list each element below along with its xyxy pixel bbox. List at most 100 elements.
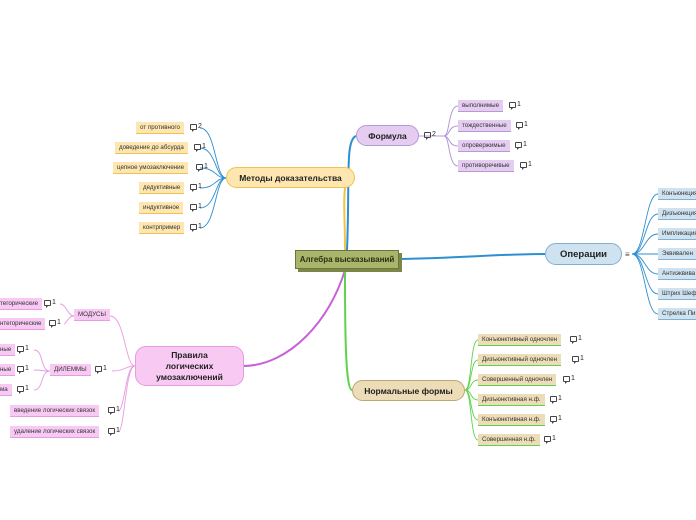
comment-count: 1 <box>116 427 120 434</box>
comment-count: 1 <box>524 121 528 128</box>
rule-item[interactable]: ные <box>0 344 16 356</box>
comment-icon <box>108 406 115 415</box>
comment-icon <box>95 365 102 374</box>
comment-badge[interactable]: 1 <box>515 141 527 150</box>
comment-badge[interactable]: 1 <box>520 161 532 170</box>
comment-badge[interactable]: 1 <box>509 101 521 110</box>
comment-icon <box>516 121 523 130</box>
rule-item[interactable]: удаление логических связок <box>10 426 100 438</box>
comment-icon <box>520 161 527 170</box>
comment-badge[interactable]: 1 <box>108 427 120 436</box>
method-item[interactable]: цепное умозаключение <box>113 162 189 174</box>
comment-badge[interactable]: 1 <box>572 355 584 364</box>
normal-form-item[interactable]: Конъюнктивная н.ф. <box>478 414 545 426</box>
collapse-icon[interactable]: ≡ <box>625 250 630 259</box>
comment-badge[interactable]: 1 <box>17 345 29 354</box>
comment-badge[interactable]: 1 <box>108 406 120 415</box>
comment-badge[interactable]: 1 <box>190 203 202 212</box>
comment-icon <box>563 375 570 384</box>
comment-icon <box>550 415 557 424</box>
comment-badge[interactable]: 1 <box>194 143 206 152</box>
comment-count: 1 <box>571 375 575 382</box>
comment-count: 1 <box>558 395 562 402</box>
normal-form-item[interactable]: Дизъюнктивная н.ф. <box>478 394 545 406</box>
comment-badge[interactable]: 1 <box>550 415 562 424</box>
comment-badge[interactable]: 1 <box>196 163 208 172</box>
formula-node[interactable]: Формула <box>356 125 419 146</box>
comment-icon <box>424 131 431 140</box>
comment-badge[interactable]: 1 <box>544 435 556 444</box>
operation-item[interactable]: Импликация <box>658 228 696 240</box>
operation-item[interactable]: Дизъюнкция <box>658 208 696 220</box>
comment-count: 1 <box>25 385 29 392</box>
comment-count: 1 <box>202 143 206 150</box>
operation-item[interactable]: Конъюнкция <box>658 188 696 200</box>
comment-badge[interactable]: 1 <box>190 223 202 232</box>
rule-item[interactable]: ные <box>0 364 16 376</box>
comment-icon <box>49 319 56 328</box>
formula-item[interactable]: опровержимые <box>458 140 510 152</box>
rule-item[interactable]: введение логических связок <box>10 405 100 417</box>
comment-count: 1 <box>198 203 202 210</box>
comment-count: 2 <box>198 123 202 130</box>
comment-icon <box>190 183 197 192</box>
comment-count: 1 <box>198 223 202 230</box>
rules-node[interactable]: Правила логических умозаключений <box>135 346 244 386</box>
formula-item[interactable]: противоречивые <box>458 160 514 172</box>
operation-item[interactable]: Эквивален <box>658 248 696 260</box>
operation-item[interactable]: Антиэквива <box>658 268 696 280</box>
comment-badge[interactable]: 1 <box>17 385 29 394</box>
comment-icon <box>17 365 24 374</box>
normal-form-item[interactable]: Совершенная н.ф. <box>478 434 540 446</box>
central-topic[interactable]: Алгебра высказываний <box>295 250 399 269</box>
comment-badge[interactable]: 1 <box>95 365 107 374</box>
normal-forms-node[interactable]: Нормальные формы <box>352 380 465 401</box>
comment-count: 1 <box>52 299 56 306</box>
comment-badge[interactable]: 1 <box>516 121 528 130</box>
comment-count: 1 <box>578 335 582 342</box>
comment-icon <box>44 299 51 308</box>
comment-count: 1 <box>198 183 202 190</box>
formula-comment-badge[interactable]: 2 <box>424 131 436 140</box>
formula-item[interactable]: тождественные <box>458 120 511 132</box>
method-item[interactable]: контрпример <box>139 222 185 234</box>
method-item[interactable]: дедуктивные <box>139 182 185 194</box>
operation-item[interactable]: Стрелка Пи <box>658 308 696 320</box>
comment-badge[interactable]: 1 <box>190 183 202 192</box>
normal-form-item[interactable]: Конъюнктивный одночлен <box>478 334 562 346</box>
normal-form-item[interactable]: Совершенный одночлен <box>478 374 557 386</box>
comment-badge[interactable]: 1 <box>550 395 562 404</box>
comment-badge[interactable]: 1 <box>17 365 29 374</box>
method-item[interactable]: индуктивное <box>139 202 184 214</box>
comment-icon <box>194 143 201 152</box>
comment-count: 1 <box>517 101 521 108</box>
comment-icon <box>509 101 516 110</box>
modus-group[interactable]: МОДУСЫ <box>74 309 110 321</box>
comment-badge[interactable]: 1 <box>563 375 575 384</box>
comment-icon <box>190 223 197 232</box>
comment-badge[interactable]: 1 <box>44 299 56 308</box>
comment-count: 1 <box>558 415 562 422</box>
method-item[interactable]: от противного <box>136 122 184 134</box>
comment-count: 1 <box>25 365 29 372</box>
rule-item[interactable]: ма <box>0 384 12 396</box>
comment-badge[interactable]: 1 <box>49 319 61 328</box>
rule-item[interactable]: нтегорические <box>0 318 46 330</box>
comment-icon <box>190 203 197 212</box>
dilemma-group[interactable]: ДИЛЕММЫ <box>50 364 91 376</box>
formula-item[interactable]: выполнимые <box>458 100 504 112</box>
comment-badge[interactable]: 2 <box>190 123 202 132</box>
comment-badge[interactable]: 1 <box>570 335 582 344</box>
normal-form-item[interactable]: Дизъюнктивный одночлен <box>478 354 561 366</box>
comment-count: 1 <box>552 435 556 442</box>
rule-item[interactable]: тегорические <box>0 298 43 310</box>
comment-icon <box>17 385 24 394</box>
methods-node[interactable]: Методы доказательства <box>226 167 355 188</box>
operations-node[interactable]: Операции <box>545 243 622 265</box>
comment-icon <box>196 163 203 172</box>
method-item[interactable]: доведение до абсурда <box>115 142 188 154</box>
operation-item[interactable]: Штрих Шеф <box>658 288 696 300</box>
comment-icon <box>190 123 197 132</box>
comment-count: 1 <box>25 345 29 352</box>
